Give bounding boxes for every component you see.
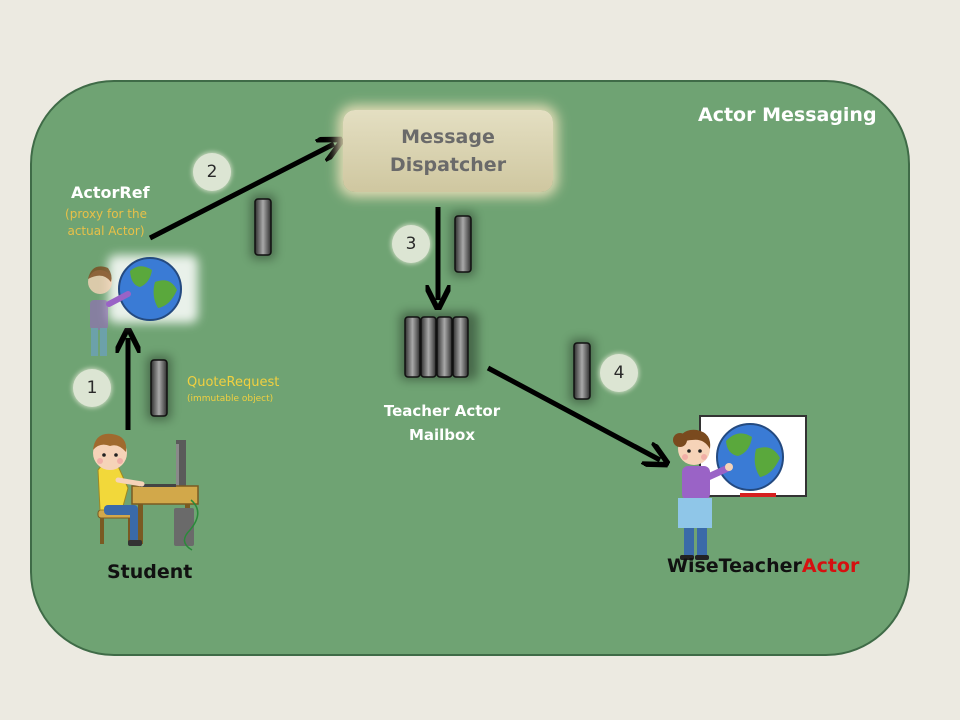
teacher-label: WiseTeacherActor <box>667 555 859 577</box>
student-label: Student <box>107 561 193 583</box>
message-token-icon <box>147 356 171 420</box>
quote-request-label: QuoteRequest <box>187 375 280 390</box>
message-token-icon <box>451 212 475 276</box>
teacher-label-suffix: Actor <box>801 555 860 577</box>
teacher-label-main: WiseTeacher <box>667 555 802 577</box>
dispatcher-label-line2: Dispatcher <box>389 154 507 176</box>
message-token-icon <box>251 195 275 259</box>
step-badge-1: 1 <box>73 369 111 407</box>
actorref-note-line1: (proxy for the <box>65 207 147 221</box>
teacher-with-globe-icon <box>673 415 807 560</box>
actorref-note: (proxy for the actual Actor) <box>60 206 152 240</box>
proxy-teacher-globe-icon <box>88 255 198 356</box>
arrow-actorref-to-dispatcher <box>148 144 334 241</box>
message-dispatcher-box: Message Dispatcher <box>343 110 553 192</box>
diagram-title: Actor Messaging <box>698 104 877 126</box>
mailbox-label: Teacher Actor Mailbox <box>380 399 504 447</box>
mailbox-queue-icon <box>400 312 478 380</box>
message-token-icon <box>570 339 594 403</box>
dispatcher-label-line1: Message <box>401 126 495 148</box>
step-badge-3: 3 <box>392 225 430 263</box>
mailbox-label-line1: Teacher Actor <box>383 402 501 420</box>
student-at-computer-icon <box>93 433 199 551</box>
actorref-note-line2: actual Actor) <box>67 224 145 238</box>
step-badge-2: 2 <box>193 153 231 191</box>
arrow-mailbox-to-teacher <box>486 365 660 460</box>
mailbox-label-line2: Mailbox <box>408 426 476 444</box>
step-badge-4: 4 <box>600 354 638 392</box>
actorref-label: ActorRef <box>71 183 150 202</box>
quote-request-note: (immutable object) <box>187 394 274 404</box>
